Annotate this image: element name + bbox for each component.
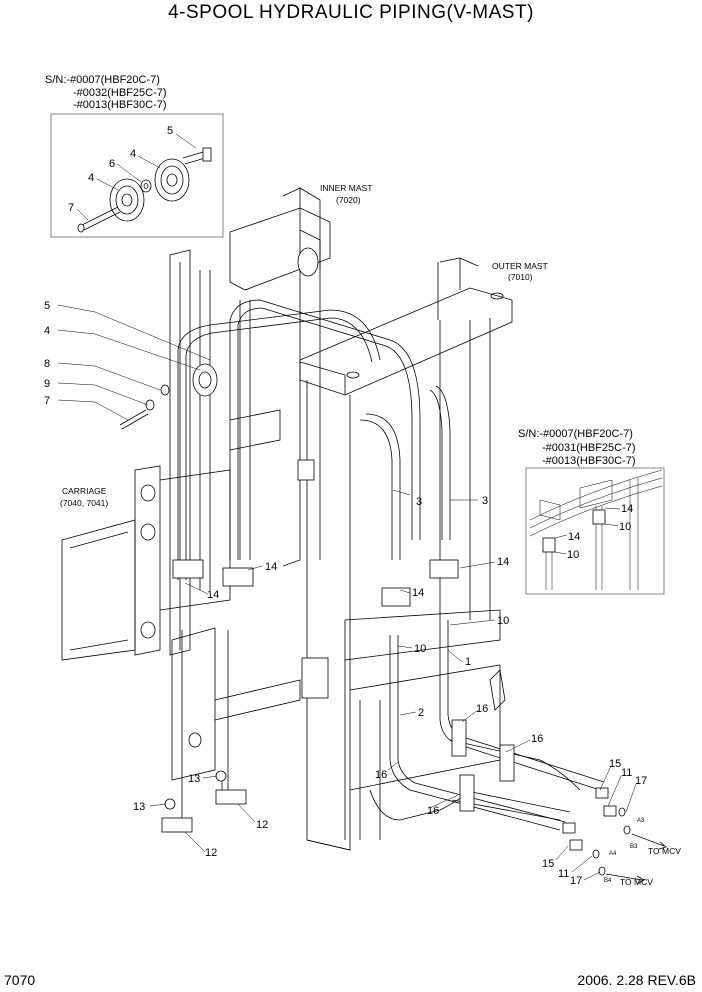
callout-16d: 16 <box>427 805 439 817</box>
fittings <box>161 559 667 885</box>
inset-right-callout-14b: 14 <box>568 531 580 543</box>
inset-serial-line-3: -#0013(HBF30C-7) <box>73 99 167 111</box>
callout-16a: 16 <box>476 703 488 715</box>
inset-serial-line-2: -#0032(HBF25C-7) <box>73 87 167 99</box>
inset-right-serial-2: -#0031(HBF25C-7) <box>542 442 636 454</box>
port-a3: A3 <box>637 818 645 824</box>
outer-mast-ref: (7010) <box>508 272 533 282</box>
outer-mast-label: OUTER MAST <box>492 261 548 271</box>
inset-callout-6: 6 <box>109 158 115 170</box>
callout-10a: 10 <box>497 615 509 627</box>
callout-16c: 16 <box>375 769 387 781</box>
outer-mast <box>297 257 513 851</box>
inset-right-serial-3: -#0013(HBF30C-7) <box>542 455 636 467</box>
callout-10b: 10 <box>414 643 426 655</box>
washer <box>140 179 152 193</box>
callout-14b: 14 <box>207 589 219 601</box>
callout-15a: 15 <box>609 758 621 770</box>
callout-11a: 11 <box>621 767 632 779</box>
inset-frame <box>50 113 224 238</box>
carriage-label: CARRIAGE <box>62 486 107 496</box>
inset-callout-4b: 4 <box>88 172 94 184</box>
date-revision: 2006. 2.28 REV.6B <box>577 972 696 988</box>
callout-8: 8 <box>44 358 50 370</box>
to-mcv-lower: TO MCV <box>620 877 653 887</box>
callout-16b: 16 <box>531 733 543 745</box>
page-code: 7070 <box>4 972 36 988</box>
callout-17b: 17 <box>570 875 582 887</box>
inset-right-callout-14a: 14 <box>621 503 633 515</box>
carriage-ref: (7040, 7041) <box>60 498 108 508</box>
callout-14c: 14 <box>412 587 424 599</box>
inset-tube-detail: S/N:-#0007(HBF20C-7) -#0031(HBF25C-7) -#… <box>518 428 665 595</box>
callout-13a: 13 <box>188 773 200 785</box>
inset-pulley-detail: S/N:-#0007(HBF20C-7) -#0032(HBF25C-7) -#… <box>45 74 224 238</box>
carriage <box>61 409 301 781</box>
inset-frame-right <box>525 467 665 595</box>
callout-12a: 12 <box>256 819 268 831</box>
callout-9: 9 <box>44 378 50 390</box>
bolt-head <box>202 147 212 162</box>
callout-leaders <box>57 304 637 881</box>
inset-callout-5: 5 <box>167 125 173 137</box>
inset-right-callout-10b: 10 <box>567 549 579 561</box>
inner-mast-label: INNER MAST <box>320 183 372 193</box>
callout-5: 5 <box>44 300 50 312</box>
inner-mast <box>169 187 331 656</box>
pulley-front <box>109 178 145 222</box>
inset-serial-line-1: S/N:-#0007(HBF20C-7) <box>45 74 160 86</box>
page-title: 4-SPOOL HYDRAULIC PIPING(V-MAST) <box>168 2 534 23</box>
hose-loops <box>119 299 451 580</box>
callout-12b: 12 <box>205 847 217 859</box>
callout-7: 7 <box>44 395 50 407</box>
inset-callout-4: 4 <box>130 148 136 160</box>
callout-17a: 17 <box>635 775 647 787</box>
callout-13b: 13 <box>133 801 145 813</box>
port-b4: B4 <box>604 878 612 884</box>
inset-right-callout-10a: 10 <box>619 521 631 533</box>
port-b3: B3 <box>630 844 638 850</box>
callout-15b: 15 <box>542 858 554 870</box>
callout-14a: 14 <box>265 561 277 573</box>
pulley-rear <box>154 158 190 202</box>
callout-1: 1 <box>465 656 471 668</box>
callout-14d: 14 <box>497 556 509 568</box>
callout-11b: 11 <box>558 868 569 880</box>
callout-3b: 3 <box>482 495 488 507</box>
callout-4: 4 <box>44 325 50 337</box>
inset-right-serial-1: S/N:-#0007(HBF20C-7) <box>518 428 633 440</box>
port-a4: A4 <box>609 851 617 857</box>
callout-2: 2 <box>418 707 424 719</box>
to-mcv-upper: TO MCV <box>648 846 681 856</box>
callout-3a: 3 <box>416 496 422 508</box>
inset-callout-7: 7 <box>68 202 74 214</box>
inner-mast-ref: (7020) <box>336 195 361 205</box>
